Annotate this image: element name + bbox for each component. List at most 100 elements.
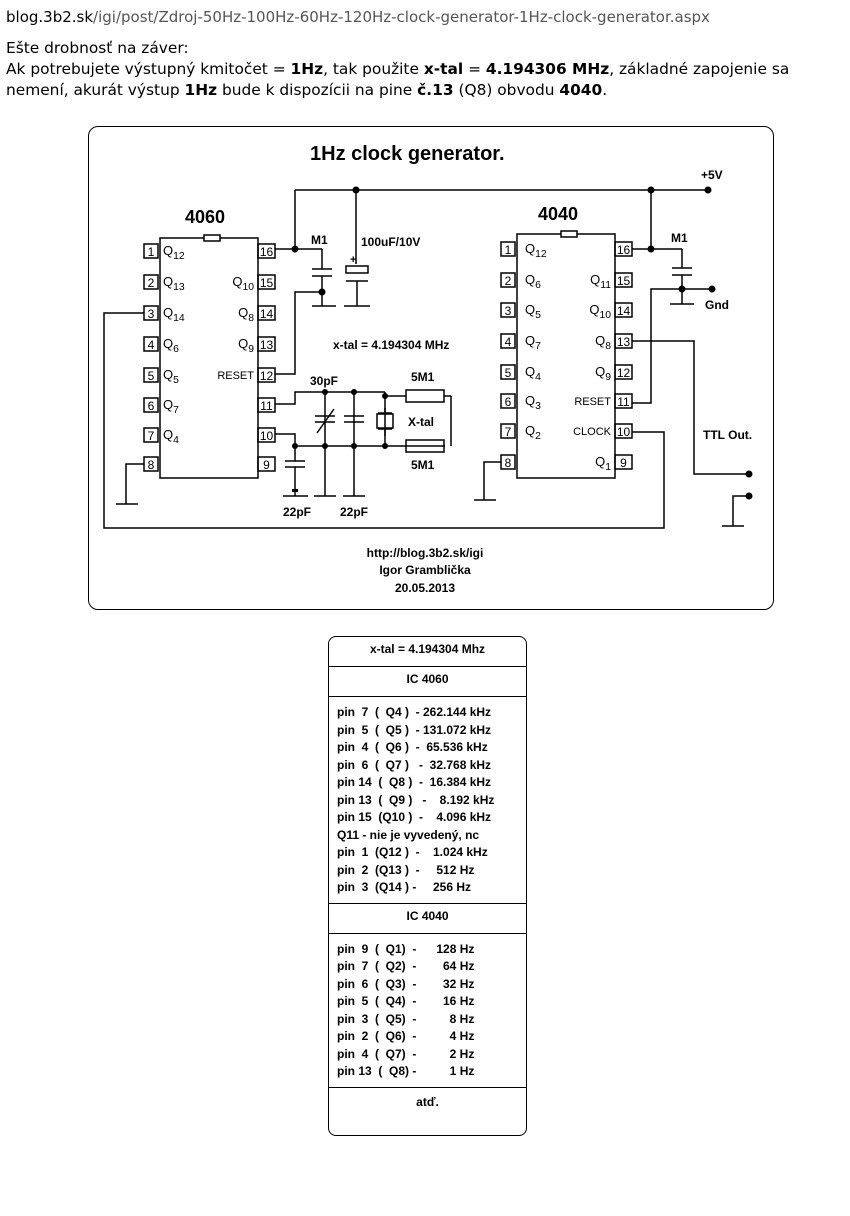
ic4060-frequency-list: pin 7 ( Q4 ) - 262.144 kHz pin 5 ( Q5 ) -… <box>329 697 526 904</box>
frequency-row: pin 15 (Q10 ) - 4.096 kHz <box>337 810 492 824</box>
crystal-note: x-tal = 4.194304 MHz <box>333 338 449 352</box>
ic-4040-left-pin-number: 1 <box>505 243 512 257</box>
ic-4040-right-pin-signal: Q9 <box>595 364 611 383</box>
ic-4040-right-pin-signal: Q1 <box>595 454 611 473</box>
frequency-row: pin 5 ( Q4) - 16 Hz <box>337 994 475 1008</box>
ic-4060-left-pin-number: 6 <box>148 399 155 413</box>
ic-4060-left-pin-signal: Q5 <box>163 367 179 386</box>
ic-4040-body <box>516 233 616 479</box>
ic-4040-right-pin-signal: Q8 <box>595 333 611 352</box>
schematic-diagram: 1Hz clock generator. 4060 4040 +5V Gnd M… <box>103 143 753 595</box>
page-url[interactable]: blog.3b2.sk/igi/post/Zdroj-50Hz-100Hz-60… <box>6 8 710 26</box>
res1-label: 5M1 <box>411 370 435 384</box>
diagram-title: 1Hz clock generator. <box>310 143 505 165</box>
ic-4060-right-pin-signal: Q10 <box>232 274 254 293</box>
ic-4040-right-pin-number: 10 <box>617 425 631 439</box>
ic-4040-left-pin-signal: Q7 <box>525 333 541 352</box>
supply-label: +5V <box>701 168 723 182</box>
ic-4060-left-pin-number: 7 <box>148 429 155 443</box>
intro-part: , základné zapojenie sa nemení, akurát v… <box>6 60 790 99</box>
ic-4060-right-pin-boxes <box>257 243 276 472</box>
xtal-label: X-tal <box>408 415 434 429</box>
junction-dots <box>291 186 753 500</box>
intro-line-1: Ešte drobnosť na záver: <box>6 39 189 57</box>
frequency-row: pin 13 ( Q9 ) - 8.192 kHz <box>337 792 495 807</box>
url-host: blog.3b2.sk <box>6 8 94 26</box>
ic-4040-right-pin-number: 15 <box>617 274 631 288</box>
frequency-row: pin 7 ( Q4 ) - 262.144 kHz <box>337 705 492 719</box>
elcap-label: 100uF/10V <box>361 235 420 249</box>
ic-4060-left-pin-signal: Q14 <box>163 305 185 324</box>
frequency-row: pin 6 ( Q3) - 32 Hz <box>337 976 475 991</box>
ic-4040-right-pin-number: 16 <box>617 243 631 257</box>
ic-4040-left-pin-number: 7 <box>505 425 512 439</box>
ic-4060-right-pin-signal: Q9 <box>238 336 254 355</box>
ic-4040-right-pin-signal: Q11 <box>590 272 611 291</box>
frequency-row: pin 6 ( Q7 ) - 32.768 kHz <box>337 757 492 772</box>
ic-4060-left-pin-number: 5 <box>148 369 155 383</box>
res2-label: 5M1 <box>411 458 435 472</box>
intro-part: Ak potrebujete výstupný kmitočet = <box>6 60 291 78</box>
table-header: x-tal = 4.194304 Mhz <box>329 637 526 667</box>
ic-4060-left-pin-signal: Q7 <box>163 397 179 416</box>
frequency-row: Q11 - nie je vyvedený, nc <box>337 827 480 842</box>
ic-4040-left-pin-signal: Q12 <box>525 241 547 260</box>
frequency-row: pin 5 ( Q5 ) - 131.072 kHz <box>337 722 492 737</box>
cap-m1-label: M1 <box>311 233 328 247</box>
ic-4040-left-pin-signal: Q6 <box>525 272 541 291</box>
ic-4060-notch <box>203 234 221 242</box>
wires <box>103 189 749 529</box>
frequency-row: pin 13 ( Q8) - 1 Hz <box>337 1064 475 1078</box>
ic-4060-left-pin-number: 1 <box>148 245 155 259</box>
credit-url: http://blog.3b2.sk/igi <box>367 546 484 560</box>
frequency-row: pin 9 ( Q1) - 128 Hz <box>337 941 475 956</box>
ic-4060-right-pin-number: 10 <box>260 429 274 443</box>
ic4060-section-title: IC 4060 <box>329 667 526 697</box>
cap22b-label: 22pF <box>340 505 368 519</box>
ic-4060-right-pin-signal: RESET <box>217 370 254 382</box>
ic-4040-notch <box>560 230 578 238</box>
ic-4060-right-pin-number: 12 <box>260 369 274 383</box>
ic-4040-right-pin-number: 12 <box>617 366 631 380</box>
ic-4060-left-pin-number: 8 <box>148 458 155 472</box>
ic-4060-left-pin-number: 3 <box>148 307 155 321</box>
frequency-row: pin 4 ( Q6 ) - 65.536 kHz <box>337 740 488 754</box>
intro-part: = <box>463 60 486 78</box>
ic-4060-right-pin-signal: Q8 <box>238 305 254 324</box>
ttl-out-label: TTL Out. <box>703 428 752 442</box>
table-footer: atď. <box>416 1094 439 1109</box>
ic-4060-left-pin-number: 4 <box>148 338 155 352</box>
ic-4060-left-pin-signal: Q4 <box>163 427 179 446</box>
ic-4060-right-pin-number: 16 <box>260 245 274 259</box>
intro-part: (Q8) obvodu <box>453 81 560 99</box>
ic-4040-left-pin-number: 2 <box>505 274 512 288</box>
intro-line-2: Ak potrebujete výstupný kmitočet = 1Hz, … <box>6 59 848 101</box>
intro-part: , tak použite <box>323 60 424 78</box>
ic-4060-left-pin-boxes <box>143 243 159 472</box>
frequency-row: pin 2 ( Q6) - 4 Hz <box>337 1029 475 1043</box>
intro-part: bude k dispozícii na pine <box>217 81 418 99</box>
frequency-row: pin 2 (Q13 ) - 512 Hz <box>337 862 475 877</box>
schematic-frame <box>88 126 774 610</box>
intro-part: . <box>602 81 608 99</box>
ic-4040-left-pin-signal: Q3 <box>525 393 541 412</box>
ic-4040-right-pin-signal: Q10 <box>589 302 611 321</box>
ic-4060-right-pin-number: 15 <box>260 276 274 290</box>
ic-4060-right-pin-number: 14 <box>260 307 274 321</box>
intro-bold: č.13 <box>417 81 454 99</box>
intro-bold: 4.194306 MHz <box>485 60 610 78</box>
ic-4060-left-pin-signal: Q13 <box>163 274 185 293</box>
gnd-label: Gnd <box>705 298 729 312</box>
frequency-row: pin 3 (Q14 ) - 256 Hz <box>337 880 472 894</box>
ic-4040-right-pin-number: 11 <box>617 395 630 409</box>
ic-4060-left-pin-signal: Q12 <box>163 243 185 262</box>
ic-4040-left-pin-signal: Q4 <box>525 364 541 383</box>
ic-4040-left-pin-number: 5 <box>505 366 512 380</box>
url-path: /igi/post/Zdroj-50Hz-100Hz-60Hz-120Hz-cl… <box>93 8 710 26</box>
cap22a-label: 22pF <box>283 505 311 519</box>
ic-4040-right-pin-boxes <box>614 241 633 470</box>
ic-4040-left-pin-number: 8 <box>505 456 512 470</box>
frequency-row: pin 14 ( Q8 ) - 16.384 kHz <box>337 775 492 789</box>
